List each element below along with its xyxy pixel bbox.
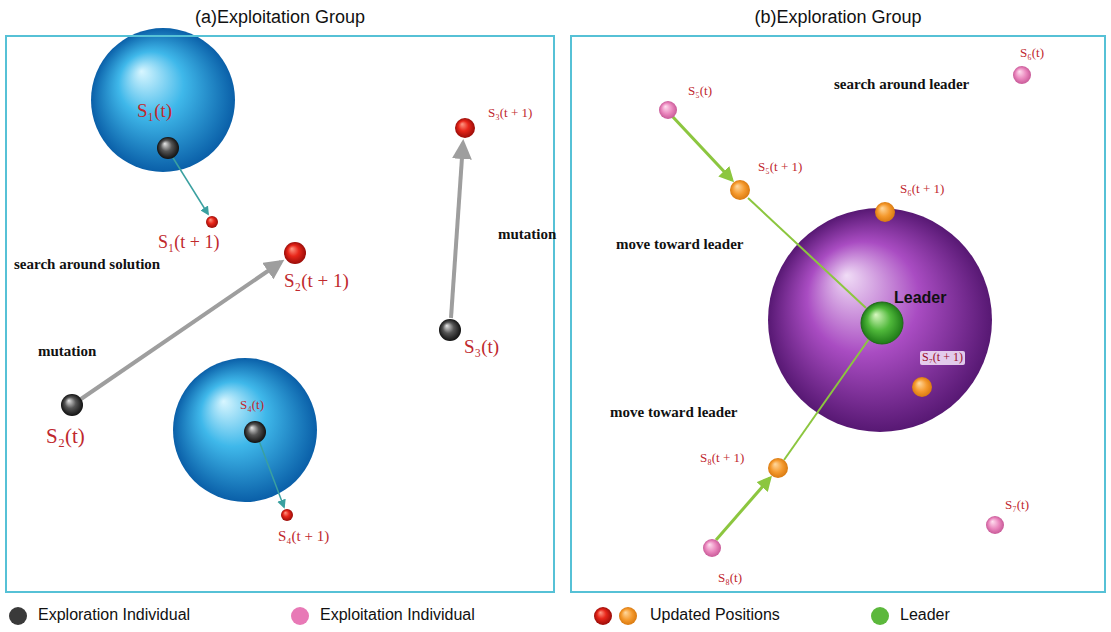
move-line: [784, 339, 869, 460]
group-panel: (a)Exploitation Group: [5, 35, 555, 593]
exploration-dot: [61, 394, 83, 416]
position-label: S₆(t + 1): [900, 182, 944, 197]
updated-dot: [284, 242, 306, 264]
search-arrow: [258, 438, 284, 507]
updated-dot: [768, 458, 788, 478]
legend-swatch: [8, 606, 28, 626]
updated-dot: [281, 509, 293, 521]
exploitation-dot: [986, 516, 1004, 534]
position-label: S₅(t + 1): [758, 160, 802, 175]
updated-dot: [455, 118, 475, 138]
legend-text: Exploitation Individual: [320, 606, 475, 624]
exploitation-dot: [1013, 66, 1031, 84]
leader-sphere: [768, 208, 992, 432]
leader-node: Leader: [860, 301, 904, 345]
position-label: S₁(t): [137, 100, 172, 122]
annotation-text: mutation: [498, 226, 556, 243]
mutation-arrow: [451, 143, 463, 318]
mutation-arrow: [81, 262, 281, 399]
leader-dot: [861, 302, 903, 344]
legend-sample-dot: [594, 607, 612, 625]
panel-title: (b)Exploration Group: [572, 7, 1104, 28]
search-arrow: [170, 153, 208, 214]
annotation-text: search around leader: [834, 76, 969, 93]
move-arrow: [716, 478, 770, 540]
move-arrow: [672, 116, 732, 180]
legend-swatch-dot: [9, 607, 27, 625]
updated-dot: [912, 377, 932, 397]
annotation-text: search around solution: [14, 256, 160, 273]
updated-dot: [206, 216, 218, 228]
legend-swatch-dot: [871, 607, 889, 625]
legend-text: Updated Positions: [650, 606, 780, 624]
exploitation-dot: [659, 101, 677, 119]
position-label: S₃(t + 1): [488, 106, 532, 121]
panel-title: (a)Exploitation Group: [7, 7, 553, 28]
legend-swatch: [870, 606, 890, 626]
legend-swatch: [290, 606, 310, 626]
position-label: S₈(t): [718, 571, 742, 586]
exploitation-dot: [703, 539, 721, 557]
legend-swatch-dot: [291, 607, 309, 625]
exploration-dot: [439, 319, 461, 341]
position-label: S₆(t): [1020, 46, 1044, 61]
position-label: S₄(t): [240, 398, 264, 413]
search-sphere: [173, 358, 317, 502]
position-label: S₃(t): [464, 336, 499, 358]
position-label: S₁(t + 1): [158, 232, 219, 253]
leader-label: Leader: [894, 289, 946, 307]
legend-text: Leader: [900, 606, 950, 624]
position-label: S₄(t + 1): [278, 528, 329, 545]
leader-outline: [860, 301, 904, 345]
annotation-text: mutation: [38, 343, 96, 360]
move-line: [748, 198, 866, 308]
position-label: S₂(t + 1): [284, 270, 349, 292]
position-label: S₈(t + 1): [700, 451, 744, 466]
exploration-dot: [244, 421, 266, 443]
search-sphere: [91, 28, 235, 172]
position-label: S₂(t): [46, 424, 85, 448]
legend-sample-dot: [619, 607, 637, 625]
annotation-text: move toward leader: [610, 404, 737, 421]
updated-dot: [875, 202, 895, 222]
annotation-text: move toward leader: [616, 236, 743, 253]
position-label: S₅(t): [688, 84, 712, 99]
updated-dot: [730, 180, 750, 200]
legend-text: Exploration Individual: [38, 606, 190, 624]
position-label: S₇(t + 1): [920, 351, 965, 365]
position-label: S₇(t): [1005, 498, 1029, 513]
exploration-dot: [157, 137, 179, 159]
